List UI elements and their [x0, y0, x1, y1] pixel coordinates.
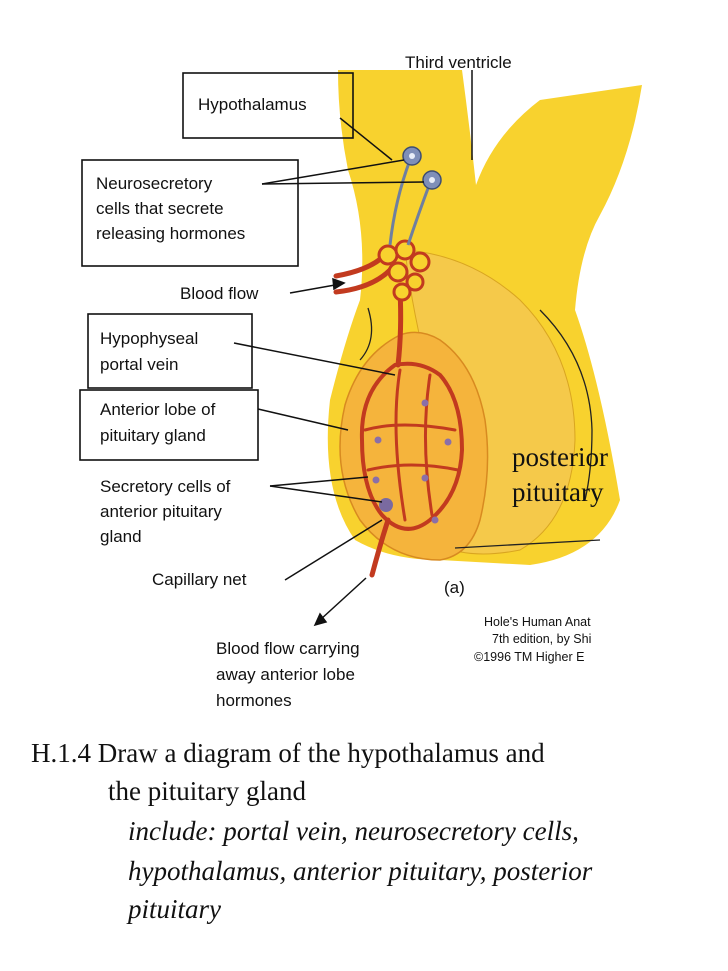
leader-blood-flow: [289, 284, 336, 294]
leader-blood-flow-away: [319, 577, 367, 621]
box-hypophyseal: [87, 313, 253, 389]
primary-capillary-plexus: [377, 239, 431, 302]
label-anterior-lobe-2: pituitary gland: [100, 426, 206, 445]
leader-secretory-1: [269, 476, 369, 487]
label-hypophyseal-2: portal vein: [100, 355, 178, 374]
arrowhead: [332, 277, 346, 291]
leader-neurosecretory-2: [261, 181, 425, 185]
leader-hypothalamus: [339, 117, 393, 161]
anterior-left-curve: [359, 307, 373, 361]
capillary-mesh-2: [366, 463, 460, 472]
cell-nucleus: [374, 436, 382, 444]
pituitary-diagram: Third ventricle Hypothalamus Neurosecret…: [79, 53, 642, 710]
cell-nucleus: [444, 438, 452, 446]
label-hypophyseal-1: Hypophyseal: [100, 329, 198, 348]
capillary-mesh-1: [363, 423, 457, 432]
label-blood-flow: Blood flow: [180, 284, 259, 303]
box-anterior-lobe: [79, 389, 259, 461]
plexus-loop: [394, 239, 416, 261]
label-boxes: [79, 72, 354, 461]
leader-secretory-2: [269, 485, 383, 503]
label-anterior-lobe-1: Anterior lobe of: [100, 400, 216, 419]
label-secretory-2: anterior pituitary: [100, 502, 222, 521]
credit-line-1: Hole's Human Anat: [484, 615, 591, 629]
plexus-loop: [409, 251, 431, 273]
caption-line-1: H.1.4 Draw a diagram of the hypothalamus…: [31, 738, 545, 768]
capillary-mesh-4: [423, 373, 434, 517]
cell-nucleus: [421, 399, 429, 407]
vessels: [333, 252, 465, 578]
credit-line-2: 7th edition, by Shi: [492, 632, 591, 646]
label-secretory-1: Secretory cells of: [100, 477, 231, 496]
secretory-cells: [372, 399, 452, 524]
secretory-cell-highlight: [379, 498, 393, 512]
caption-line-2: the pituitary gland: [108, 776, 306, 806]
posterior-right-curve: [539, 309, 593, 501]
axon: [406, 182, 432, 246]
box-neurosecretory: [81, 159, 299, 267]
credit-line-3: ©1996 TM Higher E: [474, 650, 584, 664]
plexus-loop: [405, 272, 425, 292]
include-line-2: hypothalamus, anterior pituitary, poster…: [128, 856, 593, 886]
axon: [388, 159, 412, 246]
label-third-ventricle: Third ventricle: [405, 53, 512, 72]
leader-capillary-net: [284, 519, 383, 581]
figure-letter: (a): [444, 578, 465, 597]
neurosecretory-neurons: [388, 146, 442, 246]
capillary-loop: [359, 361, 465, 531]
nucleus: [409, 153, 415, 159]
cell-nucleus: [431, 516, 439, 524]
label-blood-flow-away-3: hormones: [216, 691, 292, 710]
leader-anterior-lobe: [257, 408, 349, 431]
plexus-loop: [387, 261, 409, 283]
include-line-3: pituitary: [128, 894, 221, 924]
plexus-loop: [392, 282, 412, 302]
leader-neurosecretory-1: [261, 159, 405, 185]
label-hypothalamus: Hypothalamus: [198, 95, 307, 114]
leader-portal-vein: [233, 342, 396, 376]
label-blood-flow-away-1: Blood flow carrying: [216, 639, 360, 658]
cell-nucleus: [372, 476, 380, 484]
bottom-outline: [454, 539, 601, 549]
label-capillary-net: Capillary net: [152, 570, 247, 589]
box-hypothalamus: [182, 72, 354, 139]
label-neurosecretory-1: Neurosecretory: [96, 174, 213, 193]
label-blood-flow-away-2: away anterior lobe: [216, 665, 355, 684]
include-line-1: include: portal vein, neurosecretory cel…: [128, 816, 579, 846]
outflow-vessel: [369, 517, 391, 578]
cell-nucleus: [421, 474, 429, 482]
plexus-loop: [377, 244, 399, 266]
label-posterior-1: posterior: [512, 442, 608, 472]
label-neurosecretory-2: cells that secrete: [96, 199, 224, 218]
arrowhead: [313, 612, 328, 627]
label-secretory-3: gland: [100, 527, 142, 546]
nucleus: [429, 177, 435, 183]
capillary-mesh-3: [394, 368, 407, 522]
leader-lines: [233, 70, 473, 627]
label-posterior-2: pituitary: [512, 477, 604, 507]
label-neurosecretory-3: releasing hormones: [96, 224, 245, 243]
blood-flow-in-vessel-2: [333, 267, 393, 295]
